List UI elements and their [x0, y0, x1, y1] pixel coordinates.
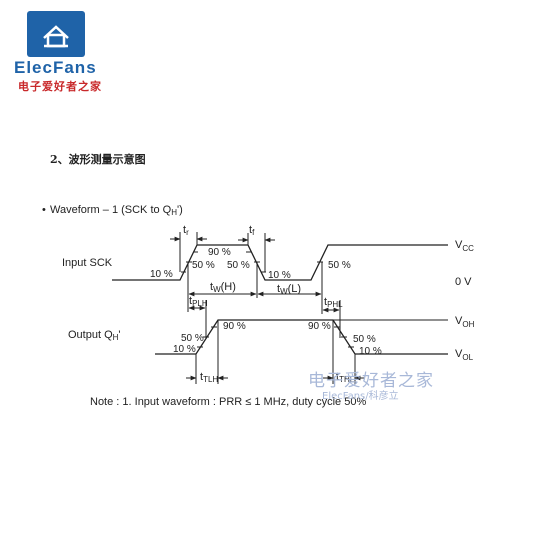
- output-pct-50-left: 50 %: [181, 333, 204, 344]
- watermark-line1: 电子爱好者之家: [308, 371, 434, 391]
- logo-brand-text: ElecFans: [14, 58, 97, 77]
- output-ticks: [197, 326, 354, 348]
- waveform-title: Waveform – 1 (SCK to QH'): [50, 204, 183, 217]
- output-waveform: [155, 319, 448, 355]
- logo-subtitle-text: 电子爱好者之家: [18, 79, 102, 93]
- vol-label: VOL: [455, 348, 474, 362]
- input-pct-50-right: 50 %: [227, 260, 250, 271]
- tf-marker: [238, 233, 275, 272]
- vcc-label: VCC: [455, 239, 474, 253]
- note-text: Note : 1. Input waveform : PRR ≤ 1 MHz, …: [90, 396, 366, 408]
- zero-volt-label: 0 V: [455, 276, 472, 288]
- ttlh-label: tTLH: [200, 371, 218, 384]
- chip-icon: [43, 25, 69, 48]
- tf-label: tf: [249, 224, 255, 237]
- section-heading: 2、波形测量示意图: [50, 152, 146, 166]
- input-pct-90-left: 90 %: [208, 247, 231, 258]
- output-pct-90-right: 90 %: [308, 321, 331, 332]
- tphl-label: tPHL: [324, 296, 343, 309]
- tplh-marker: [188, 300, 207, 338]
- input-pct-10-right: 10 %: [268, 270, 291, 281]
- tw-markers: [187, 262, 323, 314]
- tw-l-label: tW(L): [277, 283, 301, 296]
- output-pct-10-right: 10 %: [359, 346, 382, 357]
- tthl-marker: [323, 320, 365, 384]
- input-pct-50-left: 50 %: [192, 260, 215, 271]
- tw-h-label: tW(H): [210, 281, 236, 294]
- output-pct-10-left: 10 %: [173, 344, 196, 355]
- watermark-line2: ElecFans/科彦立: [322, 389, 399, 402]
- output-pct-90-left: 90 %: [223, 321, 246, 332]
- tr-label: tr: [183, 224, 189, 237]
- voh-label: VOH: [455, 315, 475, 329]
- elecfans-logo: ElecFans 电子爱好者之家: [14, 11, 102, 93]
- input-pct-50-third: 50 %: [328, 260, 351, 271]
- ttlh-marker: [186, 320, 228, 384]
- output-pct-50-right: 50 %: [353, 334, 376, 345]
- input-sck-label: Input SCK: [62, 257, 113, 269]
- waveform-bullet: •: [42, 204, 46, 216]
- tplh-label: tPLH: [189, 295, 208, 308]
- input-pct-10-left: 10 %: [150, 269, 173, 280]
- tr-marker: [170, 232, 207, 272]
- tthl-label: tTHL: [336, 371, 355, 384]
- output-qh-label: Output QH': [68, 329, 121, 342]
